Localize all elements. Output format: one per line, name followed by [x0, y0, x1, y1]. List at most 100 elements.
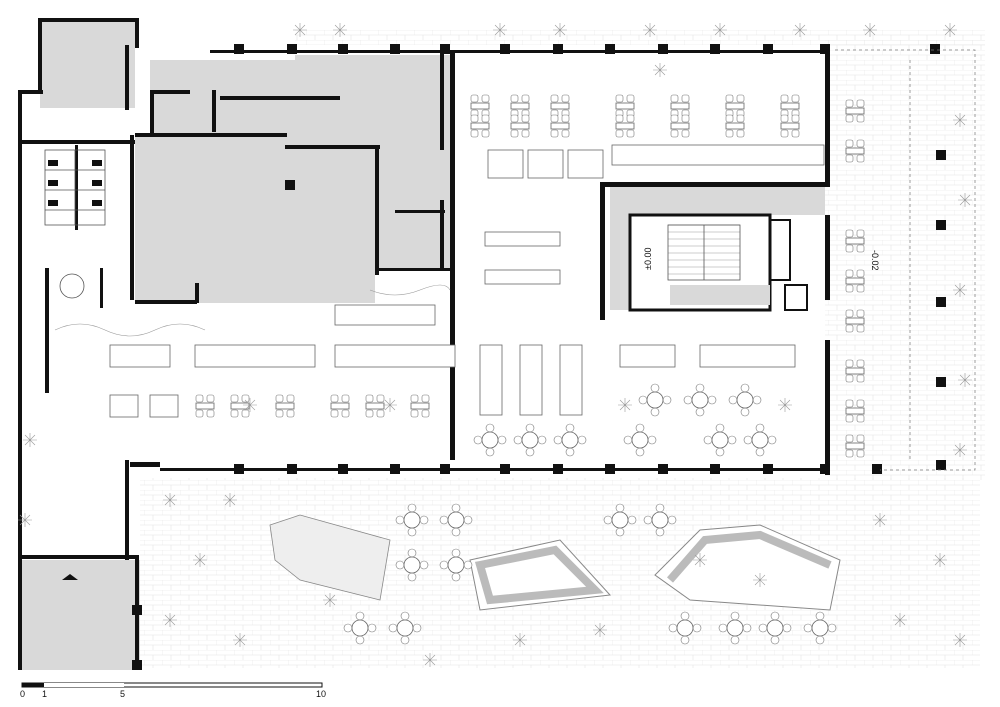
- round-table: [728, 383, 762, 417]
- banquette-table: [149, 394, 179, 418]
- plant-icon: [942, 22, 958, 38]
- round-table: [743, 423, 777, 457]
- table: [410, 402, 430, 410]
- plant-icon: [232, 632, 248, 648]
- plant-icon: [792, 22, 808, 38]
- scale-tick-1: 1: [42, 689, 47, 699]
- plant-icon: [952, 282, 968, 298]
- plant-icon: [777, 397, 793, 413]
- plant-icon: [17, 512, 33, 528]
- table: [470, 102, 490, 110]
- plant-icon: [492, 22, 508, 38]
- service-areas: [20, 20, 825, 670]
- banquette-table: [109, 344, 171, 368]
- table: [780, 122, 800, 130]
- plant-icon: [332, 22, 348, 38]
- plant-icon: [242, 397, 258, 413]
- booth-table: [527, 149, 564, 179]
- plant-icon: [957, 192, 973, 208]
- plant-icon: [162, 612, 178, 628]
- plant-icon: [872, 512, 888, 528]
- round-table: [683, 383, 717, 417]
- plant-icon: [952, 112, 968, 128]
- round-table: [703, 423, 737, 457]
- plant-icon: [652, 62, 668, 78]
- table: [725, 102, 745, 110]
- long-table: [519, 344, 543, 416]
- plant-icon: [292, 22, 308, 38]
- table: [510, 122, 530, 130]
- table: [845, 147, 865, 155]
- stair-core: [628, 213, 808, 312]
- outdoor-terrace-paving: [140, 30, 985, 668]
- table: [195, 402, 215, 410]
- table: [470, 122, 490, 130]
- main-level-label: ±0.00: [643, 248, 653, 270]
- banquette-table: [109, 394, 139, 418]
- plant-icon: [712, 22, 728, 38]
- plant-icon: [692, 552, 708, 568]
- table: [845, 407, 865, 415]
- plant-icon: [952, 632, 968, 648]
- bar-counter: [54, 284, 451, 337]
- plant-icon: [642, 22, 658, 38]
- plant-icon: [862, 22, 878, 38]
- table: [670, 102, 690, 110]
- table: [550, 102, 570, 110]
- terrace-level-label: -0.02: [870, 250, 880, 271]
- outdoor-seating: [269, 514, 841, 611]
- plant-icon: [222, 492, 238, 508]
- scale-tick-5: 5: [120, 689, 125, 699]
- table: [845, 107, 865, 115]
- plant-icon: [952, 442, 968, 458]
- plant-icon: [957, 372, 973, 388]
- long-table: [559, 344, 583, 416]
- table: [365, 402, 385, 410]
- table: [725, 122, 745, 130]
- table: [330, 402, 350, 410]
- banquette-table: [699, 344, 796, 368]
- plant-icon: [382, 397, 398, 413]
- plant-icon: [422, 652, 438, 668]
- table: [845, 277, 865, 285]
- terrace-boundary: [835, 49, 976, 471]
- table: [230, 402, 250, 410]
- table: [845, 317, 865, 325]
- banquette-table: [619, 344, 676, 368]
- plant-icon: [752, 572, 768, 588]
- scale-bar: 0 1 5 10: [20, 682, 326, 699]
- plant-icon: [932, 552, 948, 568]
- banquette-table: [194, 344, 316, 368]
- long-table: [484, 269, 561, 285]
- booth-table: [567, 149, 604, 179]
- round-table: [473, 423, 507, 457]
- plant-icon: [22, 432, 38, 448]
- table: [275, 402, 295, 410]
- plant-icon: [162, 492, 178, 508]
- round-table: [623, 423, 657, 457]
- plant-icon: [592, 622, 608, 638]
- long-table: [479, 344, 503, 416]
- table: [845, 367, 865, 375]
- long-table: [484, 231, 561, 247]
- table: [845, 237, 865, 245]
- plant-icon: [552, 22, 568, 38]
- walls: [18, 18, 946, 670]
- table: [615, 102, 635, 110]
- plant-icon: [512, 632, 528, 648]
- round-table: [513, 423, 547, 457]
- scale-tick-10: 10: [316, 689, 326, 699]
- scale-tick-0: 0: [20, 689, 25, 699]
- table: [550, 122, 570, 130]
- banquette-table: [334, 344, 456, 368]
- table: [510, 102, 530, 110]
- plant-icon: [322, 592, 338, 608]
- entrance-arrow-icon: [62, 574, 78, 580]
- booth-table: [487, 149, 524, 179]
- counter-table: [611, 144, 825, 166]
- dining-tables: [109, 94, 865, 458]
- table: [670, 122, 690, 130]
- table: [845, 442, 865, 450]
- plant-icon: [892, 612, 908, 628]
